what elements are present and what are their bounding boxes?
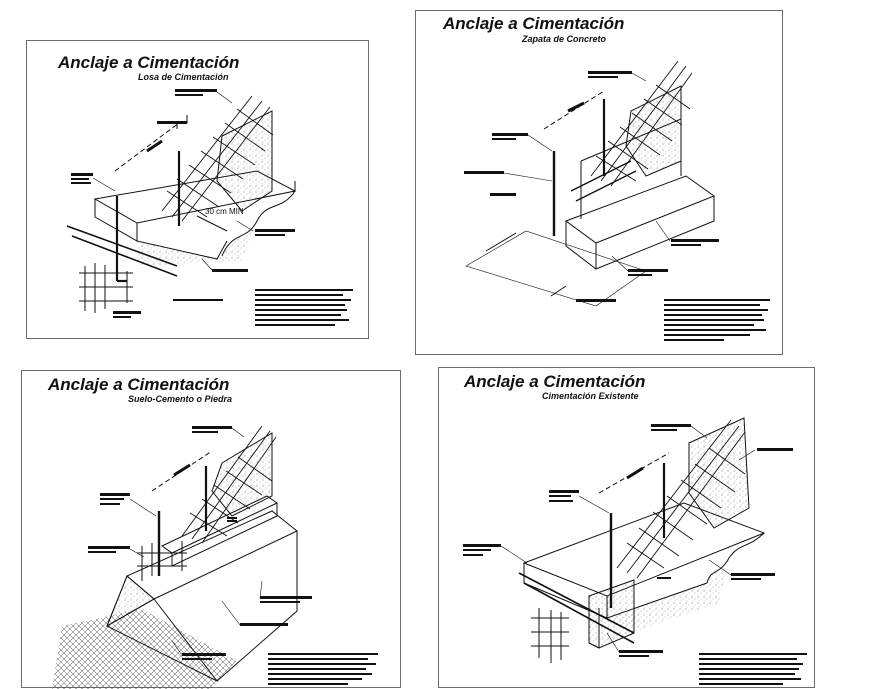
- panel-subtitle: Cimentación Existente: [542, 391, 639, 401]
- panel-subtitle: Suelo-Cemento o Piedra: [128, 394, 233, 404]
- panel-title: Anclaje a Cimentación: [464, 372, 646, 391]
- detail-drawing-suelo: [52, 425, 378, 689]
- panel-subtitle: Losa de Cimentación: [138, 72, 229, 82]
- dimension-label: 30 cm MIN: [205, 207, 244, 216]
- panel-suelo-cemento-o-piedra: Anclaje a Cimentación Suelo-Cemento o Pi…: [21, 370, 401, 689]
- panel-zapata-de-concreto: Anclaje a Cimentación Zapata de Concreto: [415, 10, 783, 355]
- panel-title: Anclaje a Cimentación: [48, 375, 230, 394]
- panel-losa-de-cimentacion: Anclaje a Cimentación Losa de Cimentació…: [26, 40, 369, 339]
- panel-title: Anclaje a Cimentación: [443, 14, 625, 33]
- detail-drawing-losa: [66, 89, 353, 326]
- detail-drawing-existente: [463, 417, 807, 685]
- detail-drawing-zapata: [464, 60, 770, 341]
- panel-cimentacion-existente: Anclaje a Cimentación Cimentación Existe…: [438, 367, 815, 688]
- panel-title: Anclaje a Cimentación: [58, 53, 240, 72]
- panel-subtitle: Zapata de Concreto: [522, 34, 607, 44]
